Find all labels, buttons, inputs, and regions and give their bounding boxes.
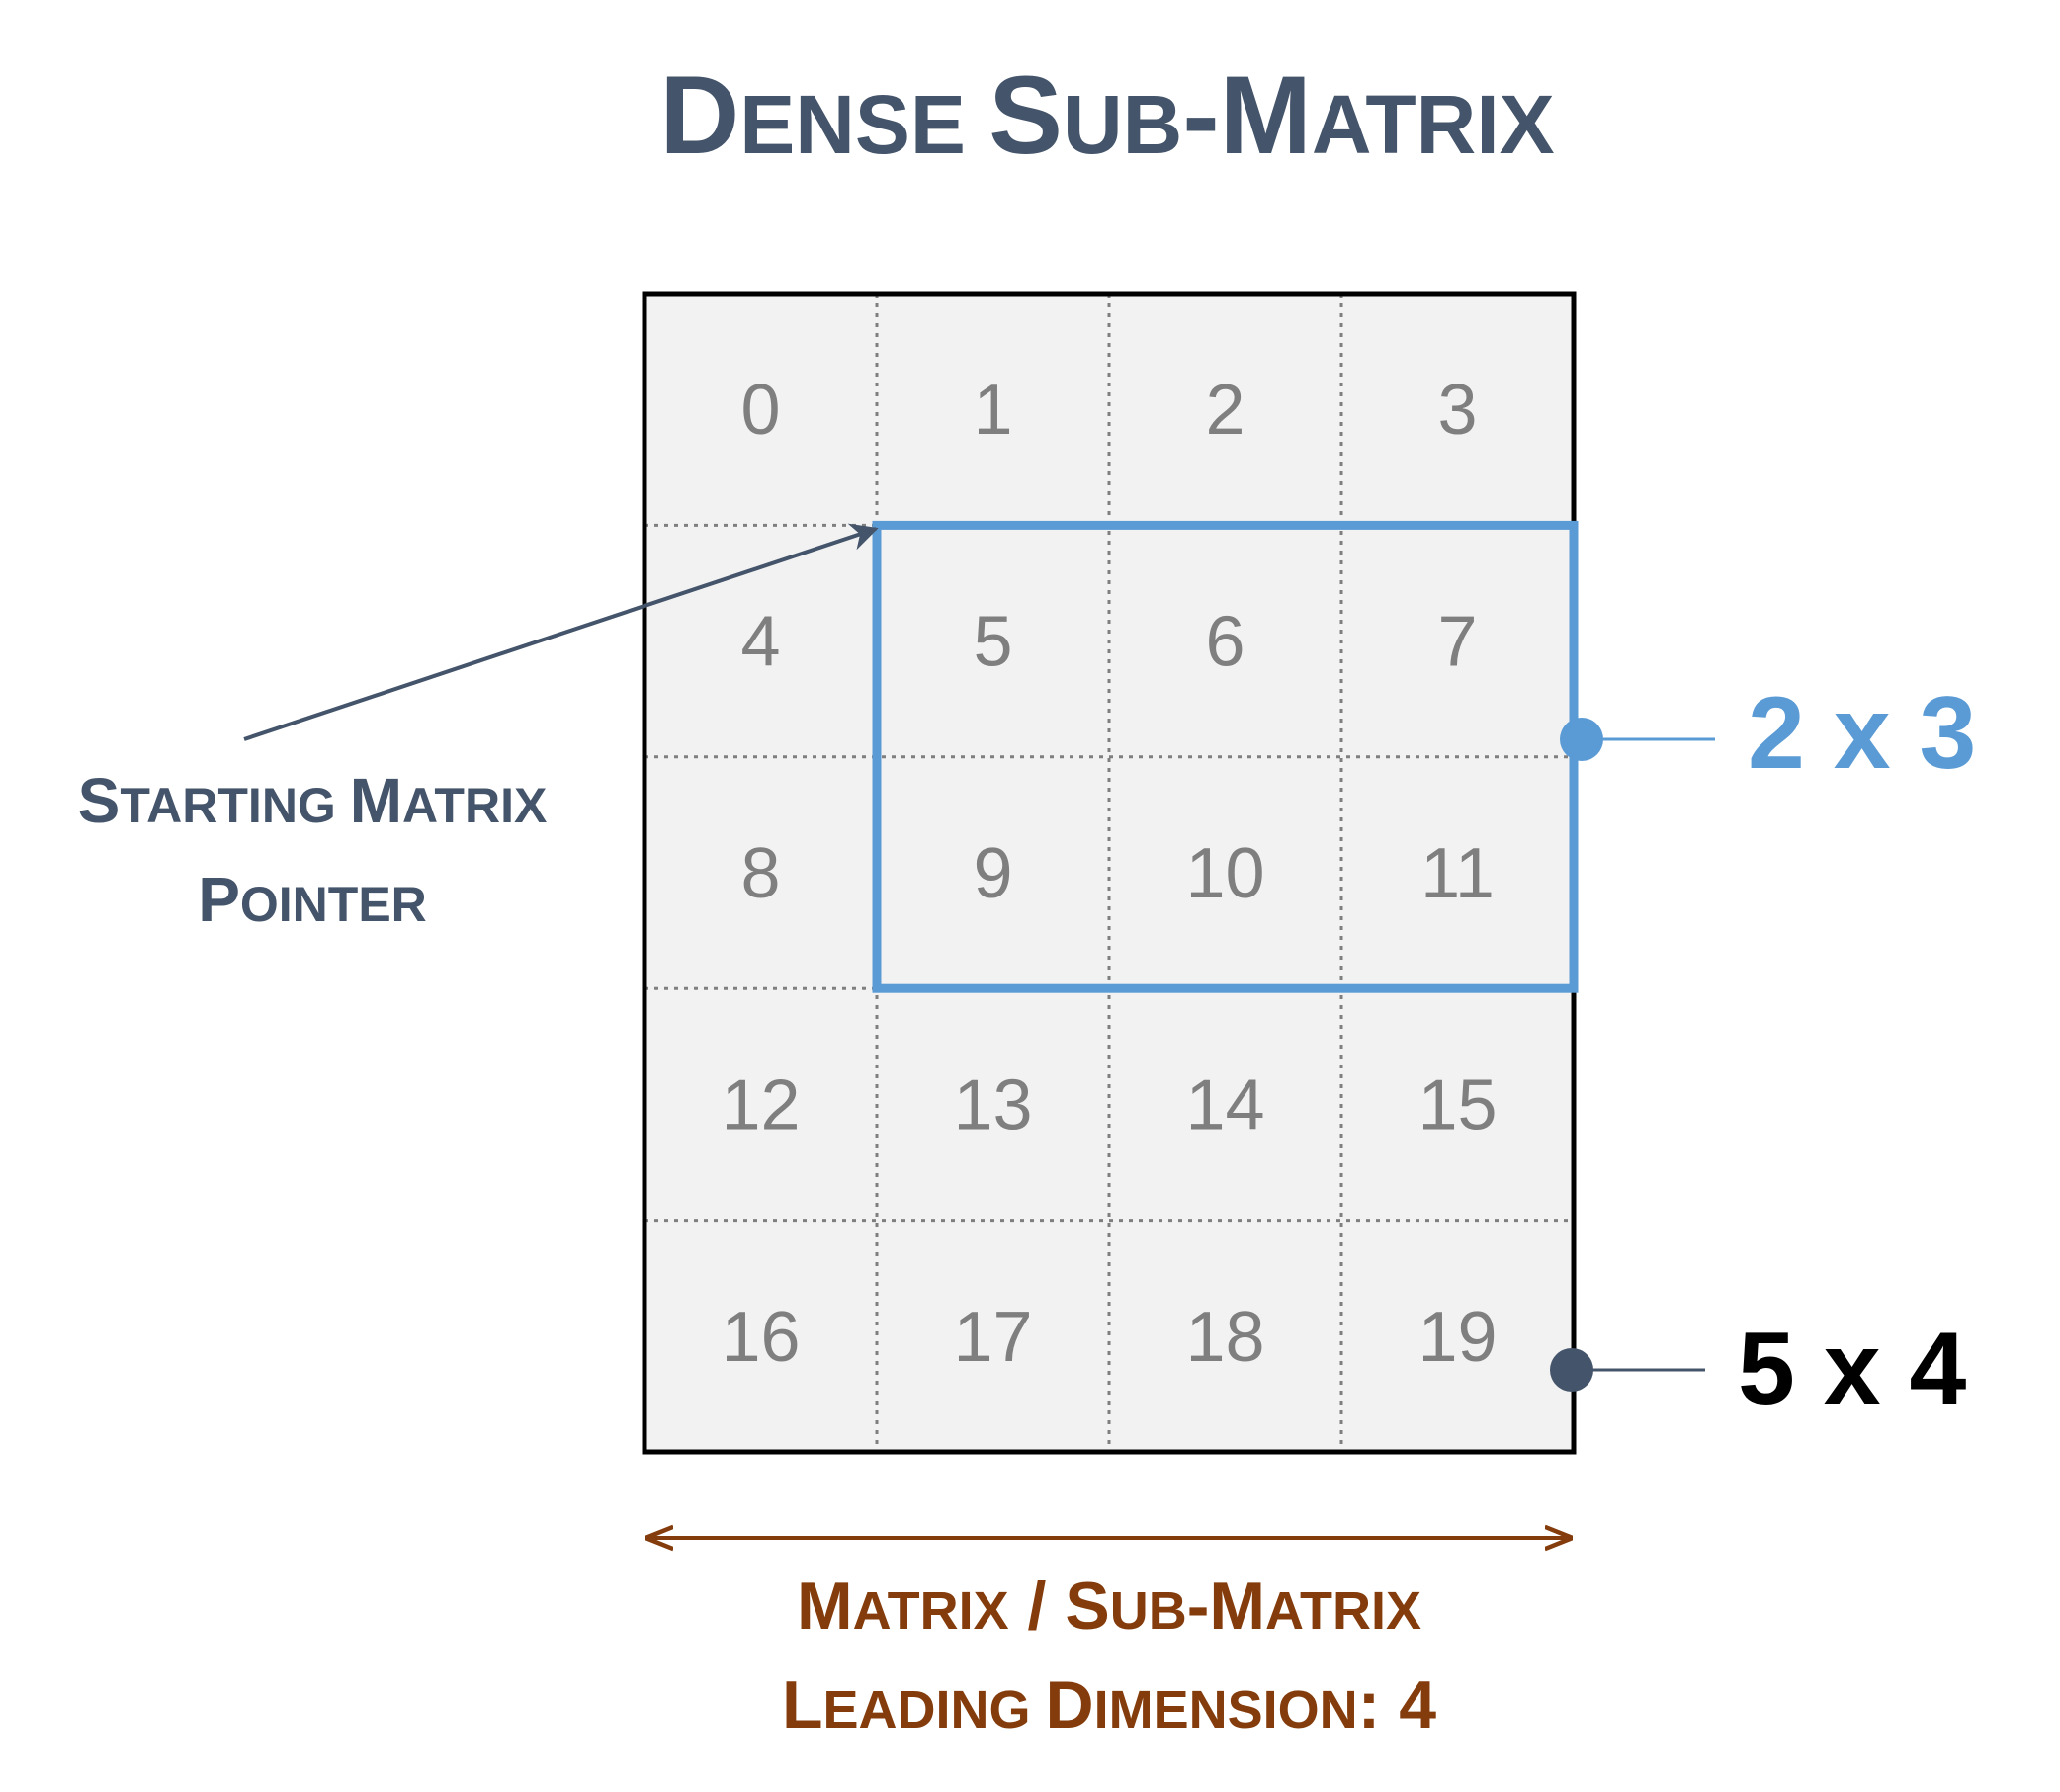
starting-pointer-label-line2: POINTER (198, 864, 427, 935)
diagram-title: DENSE SUB-MATRIX (659, 53, 1554, 177)
matrix-cell-value: 10 (1185, 834, 1264, 913)
matrix-cell-value: 8 (740, 834, 780, 913)
matrix-cell-value: 7 (1437, 603, 1477, 682)
matrix-cell-value: 17 (953, 1298, 1032, 1377)
matrix-cell-value: 2 (1205, 371, 1245, 450)
matrix-cell-value: 0 (740, 371, 780, 450)
matrix-size-label: 5 x 4 (1738, 1312, 1966, 1426)
leading-dimension-label: MATRIX / SUB-MATRIX (797, 1569, 1421, 1644)
leading-dimension-label-line2: LEADING DIMENSION: 4 (782, 1667, 1436, 1743)
submatrix-size-label: 2 x 3 (1748, 676, 1976, 791)
starting-pointer-arrow (243, 523, 879, 741)
submatrix-connector-dot (1560, 718, 1603, 761)
matrix-cell-value: 16 (721, 1298, 800, 1377)
matrix-cell-value: 13 (953, 1066, 1032, 1145)
matrix-cell-value: 11 (1420, 834, 1495, 913)
matrix-cell-value: 12 (721, 1066, 800, 1145)
starting-pointer-label: STARTING MATRIX (78, 765, 548, 836)
matrix-cell-value: 19 (1417, 1298, 1497, 1377)
matrix-cell-value: 15 (1417, 1066, 1497, 1145)
matrix-cell-value: 9 (973, 834, 1012, 913)
matrix-connector-dot (1550, 1348, 1593, 1392)
matrix-cell-value: 5 (973, 603, 1012, 682)
matrix-cell-value: 14 (1185, 1066, 1264, 1145)
matrix-cell-value: 4 (740, 603, 780, 682)
matrix-cell-value: 1 (973, 371, 1012, 450)
matrix-cell-value: 3 (1437, 371, 1477, 450)
matrix-cell-value: 18 (1185, 1298, 1264, 1377)
matrix-background (644, 294, 1574, 1452)
matrix-cell-value: 6 (1205, 603, 1245, 682)
